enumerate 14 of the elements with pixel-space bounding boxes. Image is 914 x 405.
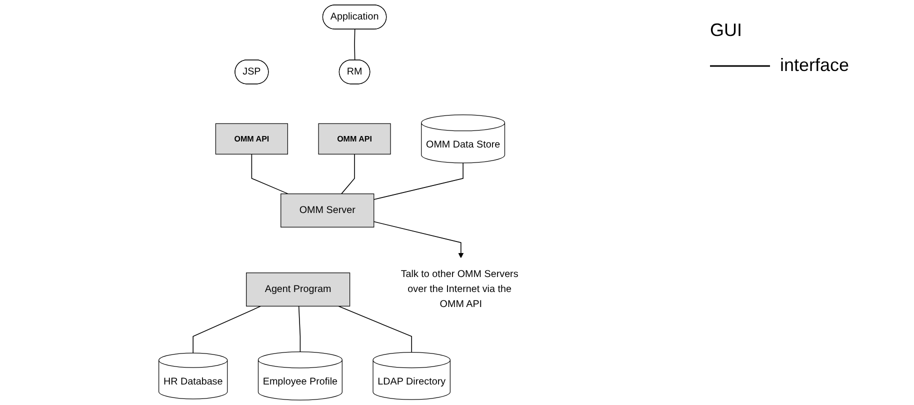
connector bbox=[192, 306, 262, 354]
connector bbox=[354, 28, 356, 61]
connector bbox=[338, 306, 412, 353]
node-box: OMM Server bbox=[280, 194, 374, 228]
node-box: OMM API bbox=[318, 123, 391, 154]
legend-text: interface bbox=[780, 55, 850, 76]
arrow bbox=[373, 221, 464, 258]
group-label: GUI bbox=[710, 20, 742, 41]
node-text: Talk to other OMM Servers over the Internet via the OMM API bbox=[400, 269, 518, 310]
connector bbox=[373, 162, 464, 200]
connector bbox=[298, 306, 301, 352]
connector bbox=[341, 154, 355, 194]
node-box: OMM API bbox=[215, 123, 288, 154]
node-box: Agent Program bbox=[246, 272, 350, 306]
